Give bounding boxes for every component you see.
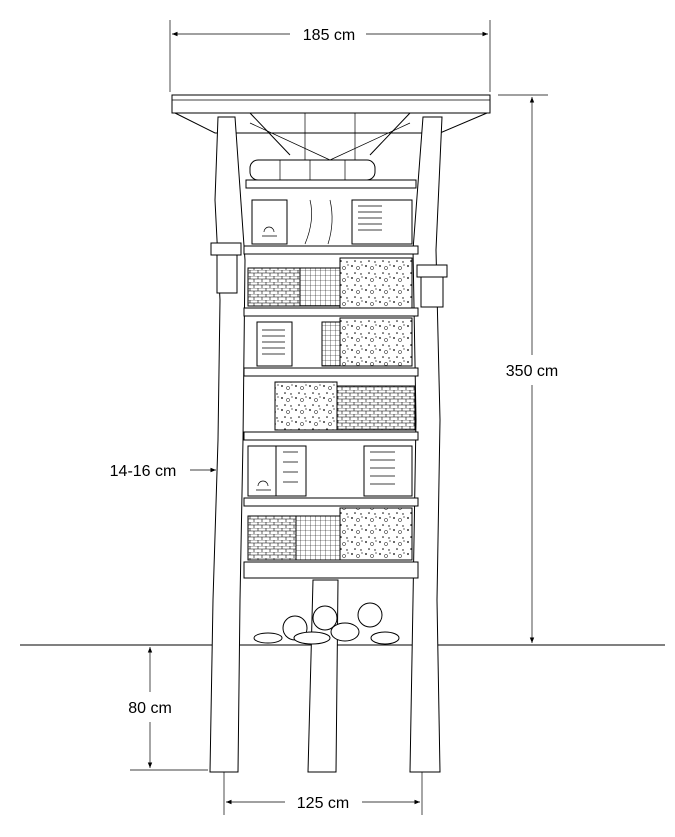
ground-logs: [253, 602, 400, 645]
shelves: [243, 179, 419, 579]
top-logs: [249, 159, 376, 181]
height-label: 350 cm: [506, 363, 558, 380]
compartments-row-6: [247, 507, 413, 561]
compartments-row-4: [274, 381, 416, 431]
base-width-label: 125 cm: [297, 795, 349, 812]
roof: [171, 94, 491, 161]
post-brackets: [210, 242, 448, 308]
dimension-top-width: 185 cm: [169, 20, 491, 92]
top-width-label: 185 cm: [303, 27, 355, 44]
dimension-height: 350 cm: [498, 94, 558, 646]
compartments-row-2: [247, 257, 413, 309]
embed-depth-label: 80 cm: [128, 700, 172, 717]
compartments-row-3: [256, 317, 413, 367]
post-thickness-label: 14-16 cm: [110, 463, 177, 480]
compartments-row-1: [251, 199, 413, 245]
dimension-post-thickness: 14-16 cm: [110, 463, 216, 480]
dimension-base-width: 125 cm: [223, 772, 423, 815]
dimension-embed-depth: 80 cm: [128, 647, 208, 771]
compartments-row-5: [247, 445, 413, 497]
